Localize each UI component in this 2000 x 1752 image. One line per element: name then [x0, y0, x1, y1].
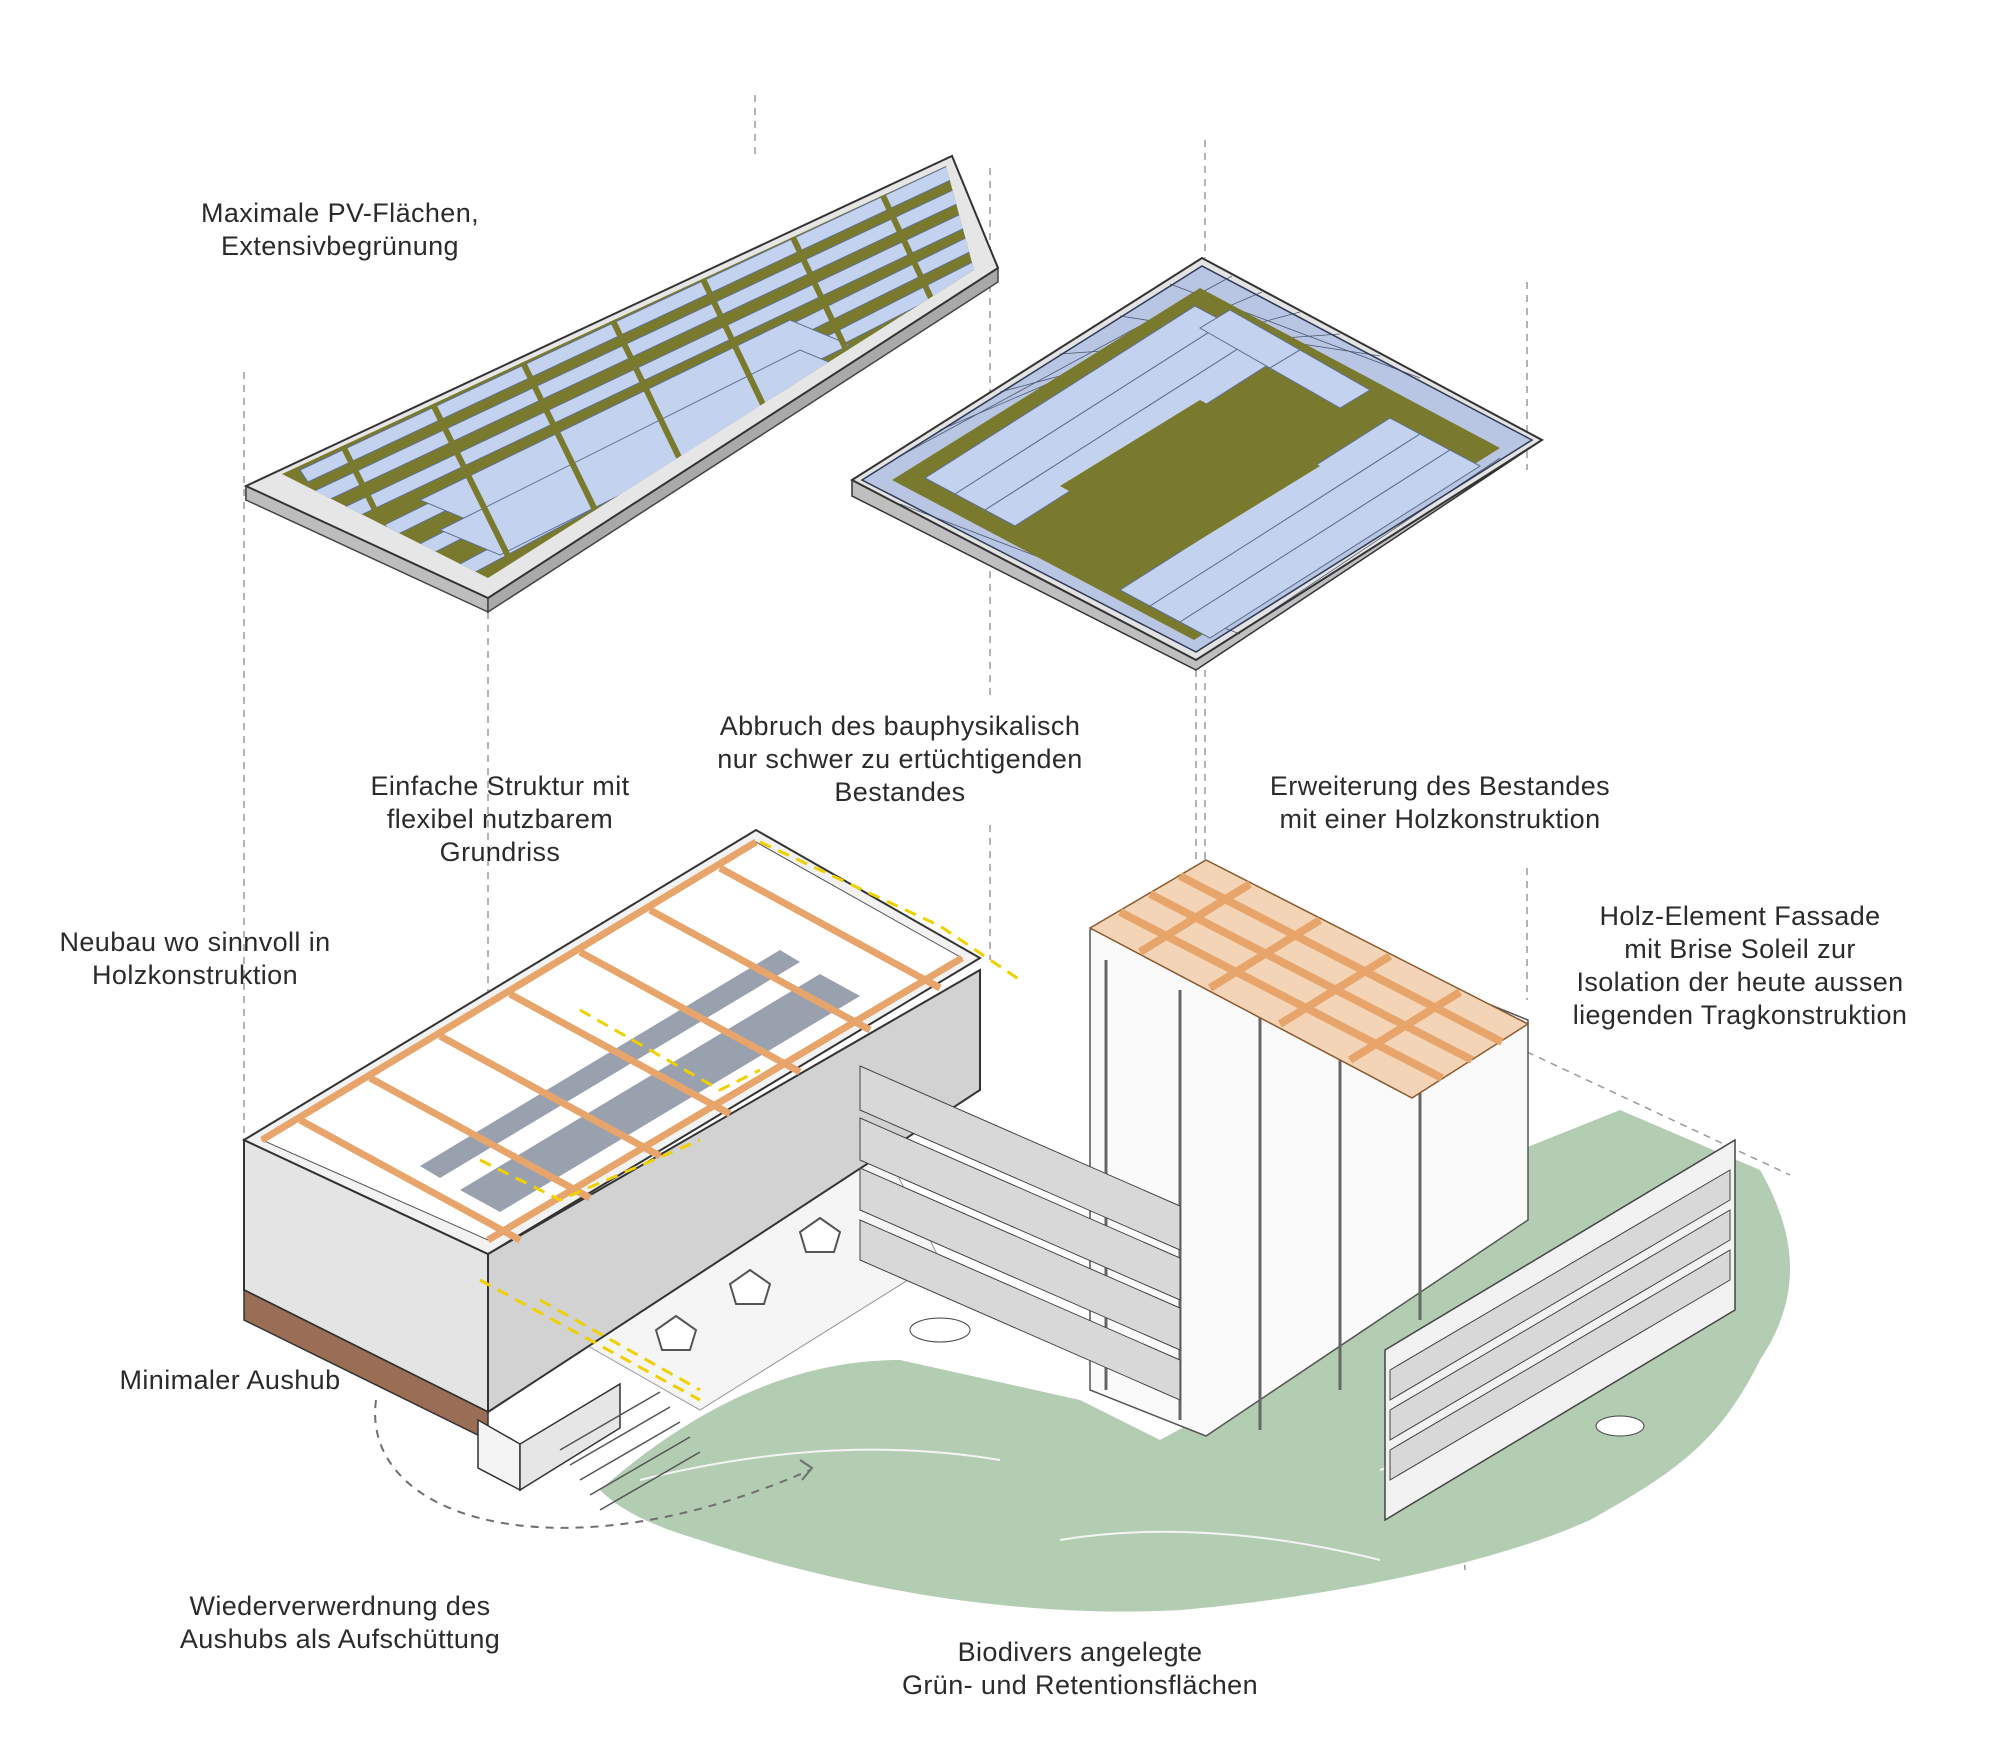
label-line: Biodivers angelegte — [957, 1637, 1203, 1667]
label-biodivers: Biodivers angelegte Grün- und Retentions… — [880, 1636, 1280, 1702]
label-line: Holz-Element Fassade — [1599, 901, 1881, 931]
label-line: Minimaler Aushub — [119, 1365, 341, 1395]
label-line: mit einer Holzkonstruktion — [1279, 804, 1601, 834]
guide-lines — [243, 95, 1791, 1571]
label-abbruch: Abbruch des bauphysikalisch nur schwer z… — [700, 710, 1100, 809]
label-line: flexibel nutzbarem — [386, 804, 614, 834]
label-neubau: Neubau wo sinnvoll in Holzkonstruktion — [50, 926, 340, 992]
roof-b-pv-green — [850, 256, 1544, 671]
existing-building-timber-extension — [859, 859, 1530, 1437]
label-holz-element-fassade: Holz-Element Fassade mit Brise Soleil zu… — [1540, 900, 1940, 1032]
courtyard-pentagons — [654, 1216, 842, 1351]
label-wiederverwendung: Wiederverwerdnung des Aushubs als Aufsch… — [170, 1590, 510, 1656]
label-einfache-struktur: Einfache Struktur mit flexibel nutzbarem… — [340, 770, 660, 869]
label-line: Aushubs als Aufschüttung — [179, 1624, 501, 1654]
label-line: mit Brise Soleil zur — [1624, 934, 1856, 964]
label-erweiterung: Erweiterung des Bestandes mit einer Holz… — [1240, 770, 1640, 836]
label-line: Extensivbegrünung — [221, 231, 459, 261]
entrance-stairs — [477, 1382, 701, 1511]
label-pv-flaechen: Maximale PV-Flächen, Extensivbegrünung — [190, 197, 490, 263]
roof-a-pv-green — [243, 154, 1000, 614]
label-line: Maximale PV-Flächen, — [200, 198, 480, 228]
label-line: liegenden Tragkonstruktion — [1572, 1000, 1908, 1030]
label-line: Bestandes — [834, 777, 966, 807]
facade-element — [1384, 1138, 1736, 1522]
new-building — [241, 828, 1021, 1442]
reuse-arrow — [374, 1399, 811, 1529]
label-line: Abbruch des bauphysikalisch — [719, 711, 1081, 741]
label-line: Isolation der heute aussen — [1576, 967, 1904, 997]
label-line: nur schwer zu ertüchtigenden — [717, 744, 1083, 774]
label-line: Grün- und Retentionsflächen — [901, 1670, 1258, 1700]
label-line: Einfache Struktur mit — [370, 771, 630, 801]
label-line: Neubau wo sinnvoll in — [59, 927, 331, 957]
reuse-arrow-head — [799, 1459, 814, 1481]
label-line: Erweiterung des Bestandes — [1269, 771, 1611, 801]
label-line: Wiederverwerdnung des — [189, 1591, 491, 1621]
label-minimaler-aushub: Minimaler Aushub — [90, 1364, 370, 1397]
label-line: Grundriss — [439, 837, 561, 867]
label-line: Holzkonstruktion — [92, 960, 298, 990]
